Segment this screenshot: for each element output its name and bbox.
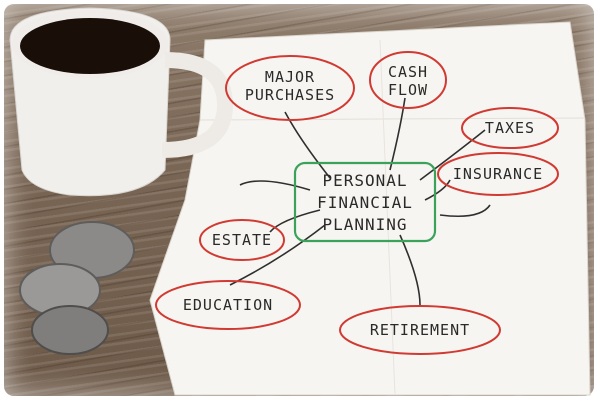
- label-cash-flow-line1: CASH: [388, 63, 428, 81]
- label-center-line2: FINANCIAL: [317, 193, 413, 212]
- label-major-purchases-line1: MAJOR: [265, 68, 315, 86]
- center-box: [293, 161, 437, 243]
- bubble-taxes: [461, 107, 559, 149]
- bubble-retirement: [339, 305, 501, 355]
- coins: [19, 221, 135, 355]
- label-estate: ESTATE: [212, 231, 272, 249]
- bubble-insurance: [437, 152, 559, 196]
- label-insurance: INSURANCE: [453, 165, 543, 183]
- label-center-line1: PERSONAL: [322, 171, 407, 190]
- label-retirement: RETIREMENT: [370, 321, 470, 339]
- label-education: EDUCATION: [183, 296, 273, 314]
- mindmap-bubbles: [155, 51, 559, 355]
- bubble-education: [155, 280, 301, 330]
- label-cash-flow-line2: FLOW: [388, 81, 428, 99]
- label-center-line3: PLANNING: [322, 215, 407, 234]
- bubble-cash-flow: [369, 51, 447, 109]
- mindmap-connectors: [229, 97, 491, 306]
- coffee-cup: [9, 7, 234, 197]
- coffee: [20, 18, 160, 74]
- label-major-purchases-line2: PURCHASES: [245, 86, 335, 104]
- label-taxes: TAXES: [485, 119, 535, 137]
- bubble-estate: [199, 219, 285, 261]
- bubble-major-purchases: [225, 55, 355, 121]
